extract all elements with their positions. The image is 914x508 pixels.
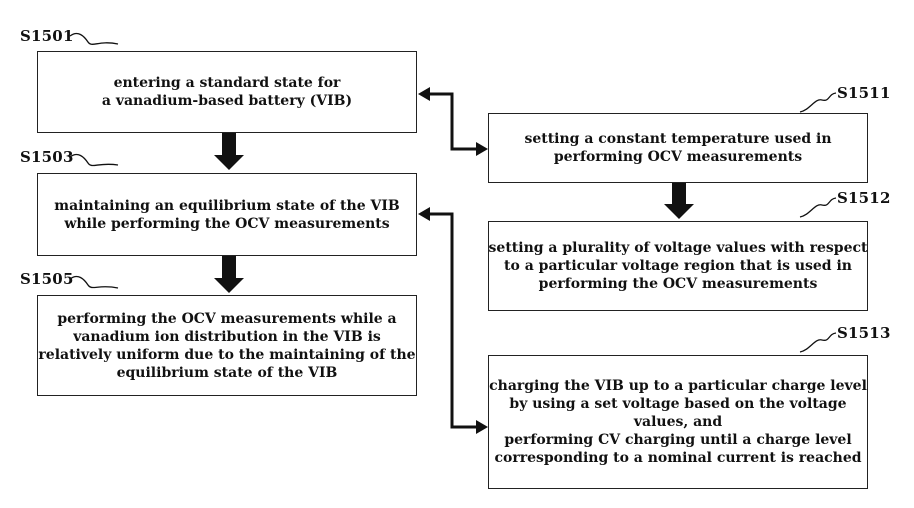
arrow-s1503-to-s1505 — [214, 256, 244, 293]
connector-s1513-head — [476, 420, 488, 434]
leader-squiggle-s1512 — [800, 198, 836, 217]
step-label-s1505: S1505 — [20, 270, 74, 288]
step-box-s1511: setting a constant temperature used in p… — [488, 113, 868, 183]
step-box-s1505: performing the OCV measurements while a … — [37, 295, 417, 396]
step-text-line: setting a plurality of voltage values wi… — [489, 239, 868, 257]
leader-squiggle-s1511 — [800, 93, 836, 112]
step-text-line: a vanadium-based battery (VIB) — [102, 92, 352, 110]
step-box-s1501: entering a standard state for a vanadium… — [37, 51, 417, 133]
step-text-line: vanadium ion distribution in the VIB is — [73, 328, 381, 346]
step-text-line: equilibrium state of the VIB — [117, 364, 338, 382]
step-text-line: performing CV charging until a charge le… — [504, 431, 851, 449]
step-text-line: relatively uniform due to the maintainin… — [38, 346, 415, 364]
arrow-s1501-to-s1503 — [214, 133, 244, 170]
step-text-line: while performing the OCV measurements — [64, 215, 389, 233]
step-text-line: performing the OCV measurements — [539, 275, 818, 293]
step-label-s1501: S1501 — [20, 27, 74, 45]
step-box-s1512: setting a plurality of voltage values wi… — [488, 221, 868, 311]
step-label-s1511: S1511 — [837, 84, 891, 102]
connector-s1503-head — [418, 207, 430, 221]
step-text-line: setting a constant temperature used in — [524, 130, 831, 148]
connector-s1511-head — [476, 142, 488, 156]
step-text-line: by using a set voltage based on the volt… — [509, 395, 846, 413]
connector-s1501-head — [418, 87, 430, 101]
step-box-s1503: maintaining an equilibrium state of the … — [37, 173, 417, 256]
connector-s1503-s1513 — [428, 214, 478, 427]
connector-s1501-s1511 — [428, 94, 478, 149]
step-label-s1512: S1512 — [837, 189, 891, 207]
leader-squiggle-s1505 — [70, 277, 118, 288]
leader-squiggle-s1513 — [800, 333, 836, 352]
step-text-line: maintaining an equilibrium state of the … — [54, 197, 399, 215]
step-label-s1513: S1513 — [837, 324, 891, 342]
leader-squiggle-s1501 — [70, 34, 118, 45]
arrow-s1511-to-s1512 — [664, 183, 694, 219]
step-label-s1503: S1503 — [20, 148, 74, 166]
step-text-line: charging the VIB up to a particular char… — [489, 377, 867, 395]
leader-squiggle-s1503 — [70, 155, 118, 166]
step-box-s1513: charging the VIB up to a particular char… — [488, 355, 868, 489]
step-text-line: performing the OCV measurements while a — [57, 310, 396, 328]
step-text-line: entering a standard state for — [114, 74, 341, 92]
step-text-line: corresponding to a nominal current is re… — [494, 449, 861, 467]
step-text-line: to a particular voltage region that is u… — [504, 257, 852, 275]
step-text-line: values, and — [634, 413, 722, 431]
step-text-line: performing OCV measurements — [554, 148, 802, 166]
